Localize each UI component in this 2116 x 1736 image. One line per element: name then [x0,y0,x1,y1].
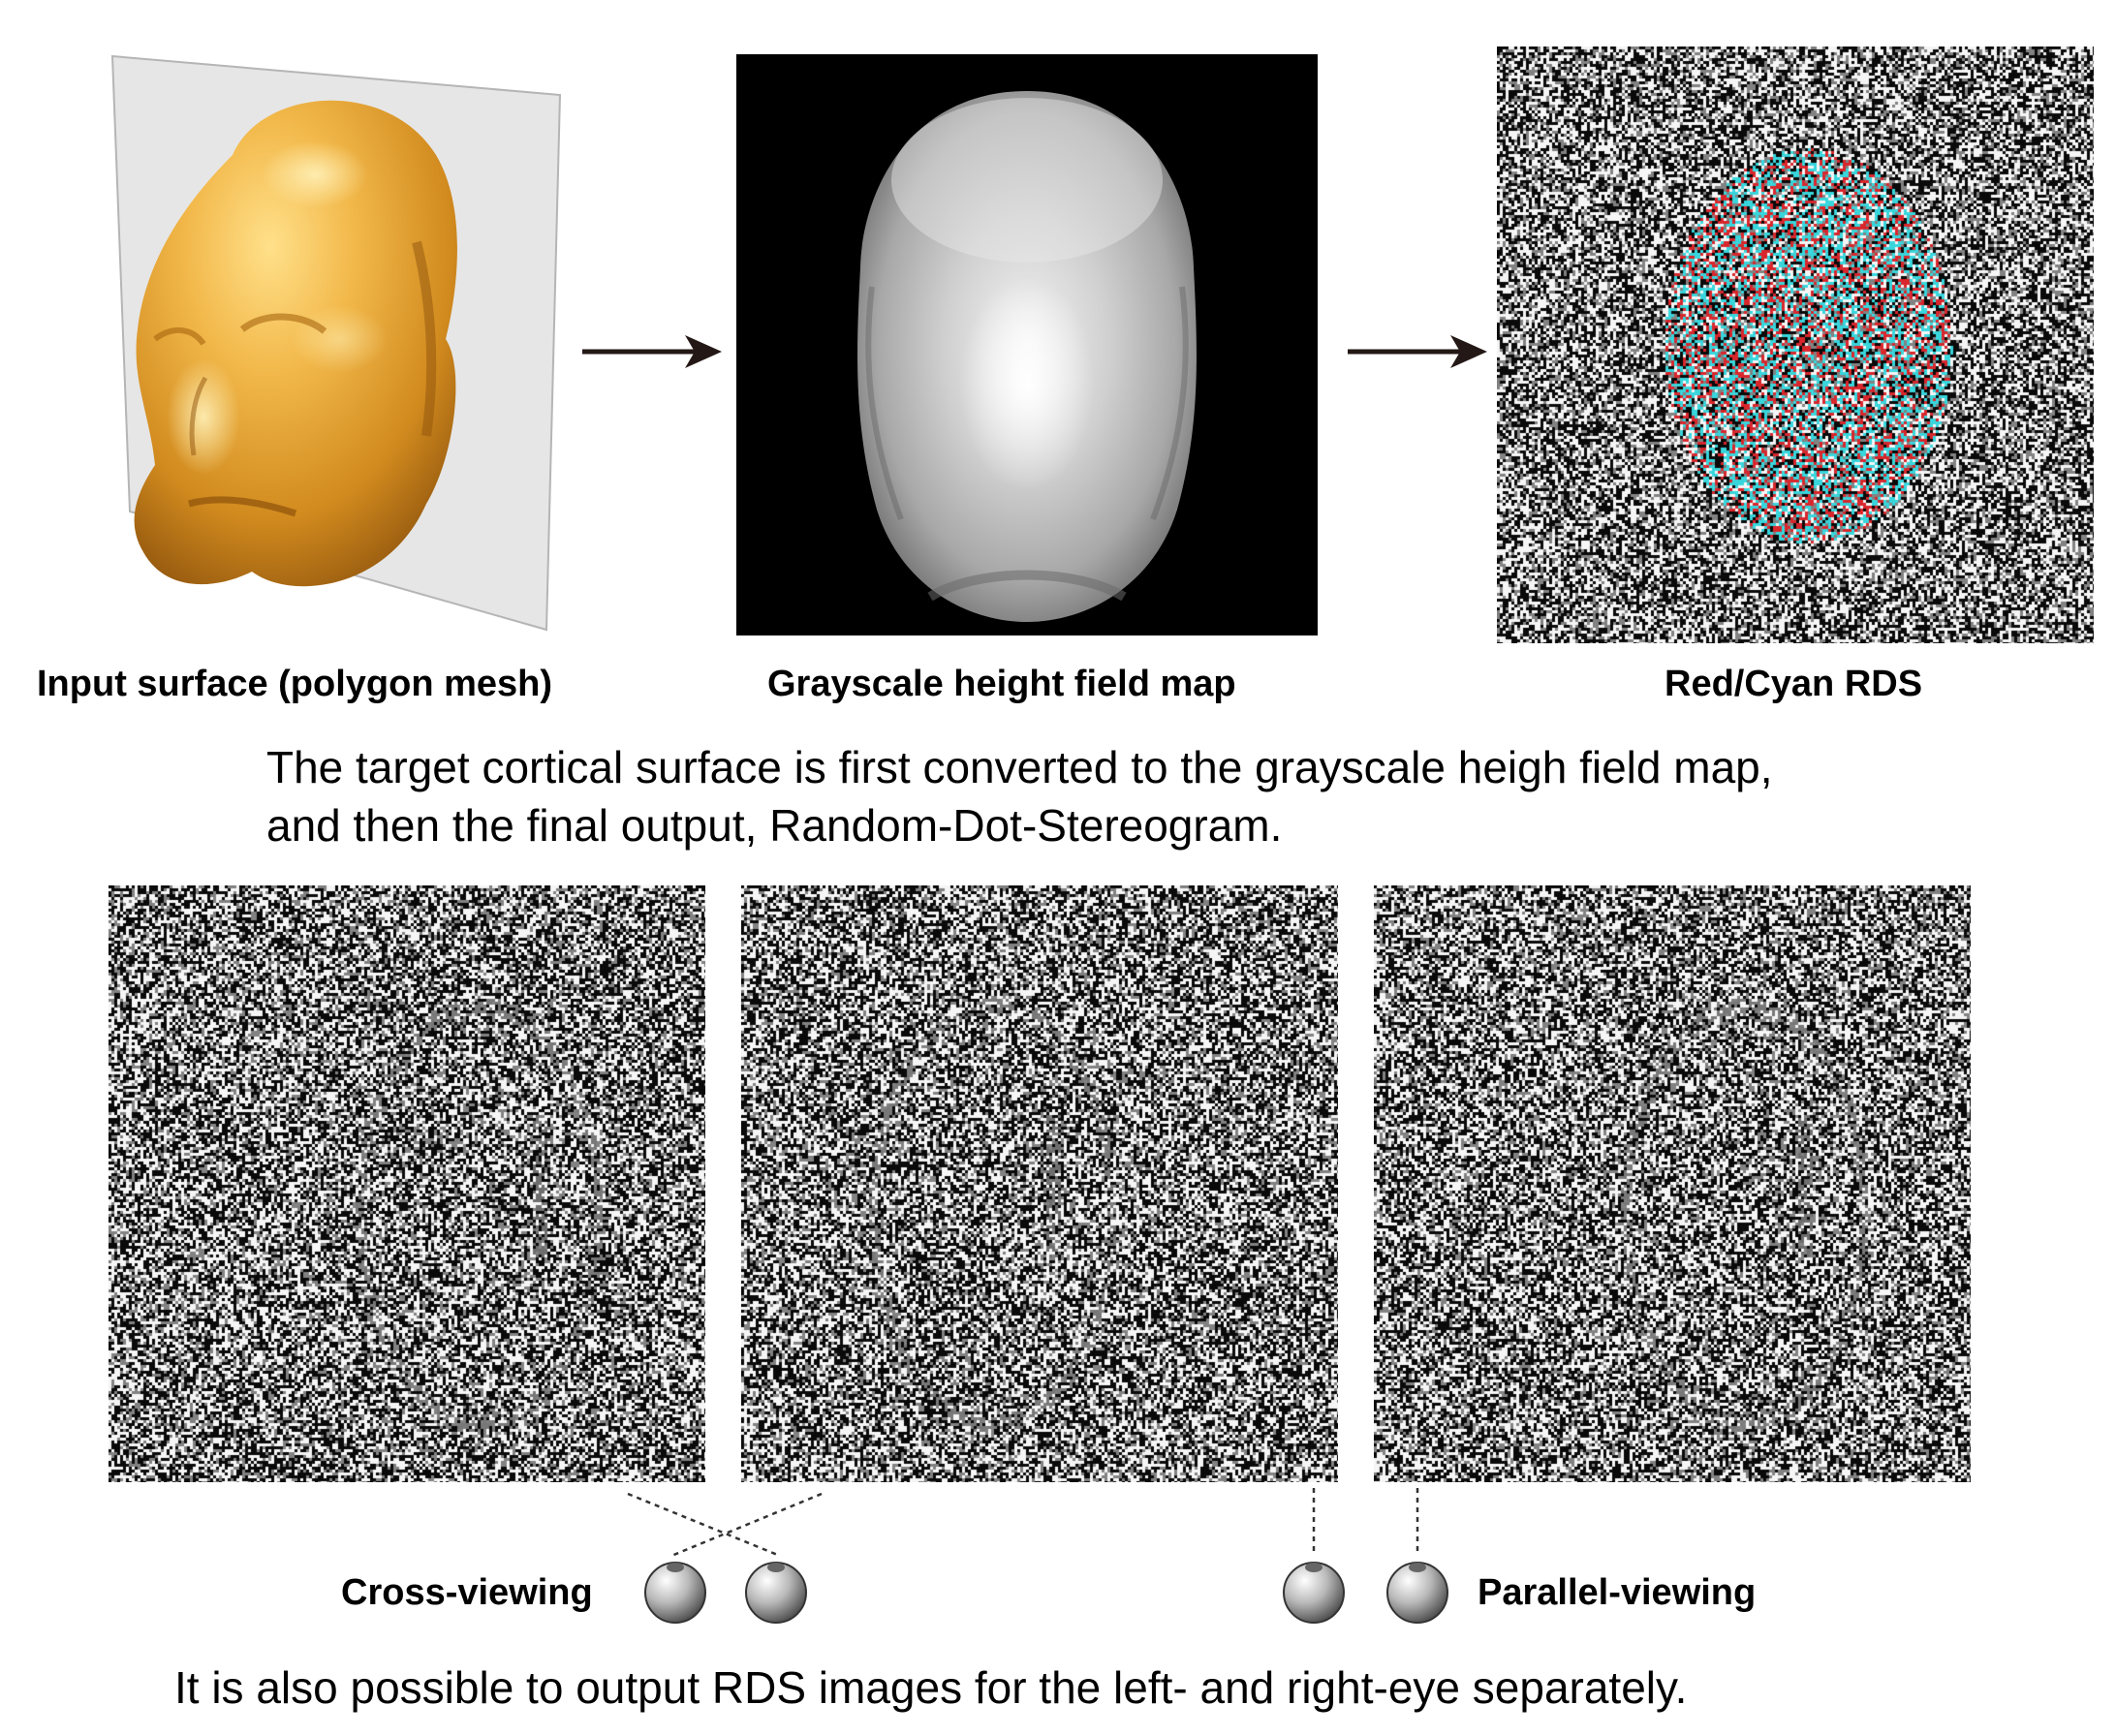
eyeball-icon [1283,1562,1345,1624]
sight-lines [627,1488,1419,1558]
height-field-map [736,54,1318,636]
description-line-1: The target cortical surface is first con… [266,742,1773,792]
parallel-viewing-label: Parallel-viewing [1478,1572,1757,1613]
description-line-2: and then the final output, Random-Dot-St… [266,800,1283,851]
footer-caption: It is also possible to output RDS images… [174,1662,1688,1713]
red-cyan-rds-image [1497,46,2094,643]
mesh-surface-illustration [110,54,562,632]
eyeball-icon [745,1562,807,1624]
cross-viewing-label: Cross-viewing [341,1572,593,1613]
eyeball-icon [1386,1562,1448,1624]
panel-label-heightmap: Grayscale height field map [767,664,1236,704]
arrow-right-icon [582,335,722,368]
rds-image-middle [741,885,1338,1482]
panel-label-mesh: Input surface (polygon mesh) [37,664,553,704]
panel-label-rds: Red/Cyan RDS [1665,664,1923,704]
rds-image-left [109,885,705,1482]
eyeball-icon [644,1562,706,1624]
arrow-right-icon [1348,335,1487,368]
rds-image-right [1374,885,1971,1482]
